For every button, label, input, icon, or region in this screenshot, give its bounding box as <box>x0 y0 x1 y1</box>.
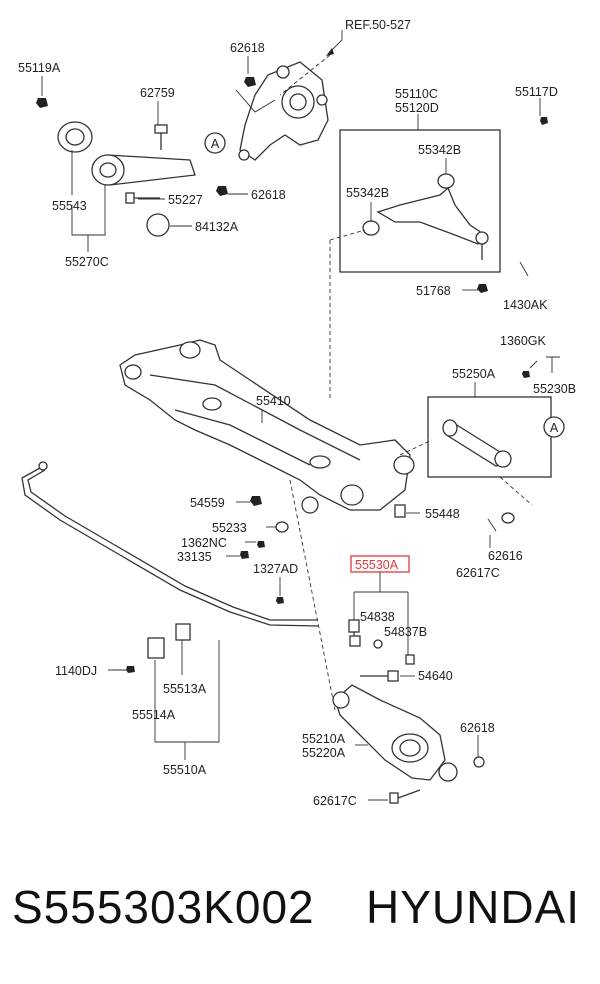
label-55342B-b: 55342B <box>346 186 389 200</box>
upper-arm-box <box>339 129 501 273</box>
label-55514A: 55514A <box>132 708 176 722</box>
label-55342B-a: 55342B <box>418 143 461 157</box>
label-62618-mid: 62618 <box>251 188 286 202</box>
label-62617C-bottom: 62617C <box>313 794 357 808</box>
label-62759: 62759 <box>140 86 175 100</box>
label-62616: 62616 <box>488 549 523 563</box>
label-54838: 54838 <box>360 610 395 624</box>
label-55119A: 55119A <box>18 61 61 75</box>
part-number: S555303K002 <box>12 881 315 933</box>
ref-marker-a-circle <box>204 132 226 154</box>
label-55270C: 55270C <box>65 255 109 269</box>
label-51768: 51768 <box>416 284 451 298</box>
label-1140DJ: 1140DJ <box>55 664 97 678</box>
label-62618-bottom: 62618 <box>460 721 495 735</box>
label-1430AK: 1430AK <box>503 298 548 312</box>
label-55210A: 55210A <box>302 732 346 746</box>
label-1360GK: 1360GK <box>500 334 547 348</box>
part-labels: REF.50-527 55119A 62618 62759 55110C 551… <box>18 18 576 808</box>
lateral-link-part <box>442 419 512 468</box>
crossmember-part <box>119 339 415 514</box>
label-55220A: 55220A <box>302 746 346 760</box>
knuckle-part <box>238 61 329 161</box>
stabilizer-bar-part <box>21 461 319 659</box>
cap-84132A <box>146 213 170 237</box>
upper-arm-part <box>362 173 489 260</box>
ref-marker-a-top: A <box>211 137 220 151</box>
label-55227: 55227 <box>168 193 203 207</box>
label-55513A: 55513A <box>163 682 207 696</box>
leader-lines <box>41 56 541 801</box>
label-55448: 55448 <box>425 507 460 521</box>
trailing-bushing-part <box>57 121 196 186</box>
lateral-link-box <box>427 396 552 478</box>
label-62618-top: 62618 <box>230 41 265 55</box>
label-55410: 55410 <box>256 394 291 408</box>
suspension-parts-diagram: A A REF.50-527 55119A 62618 62759 55110C… <box>18 18 576 808</box>
label-84132A: 84132A <box>195 220 239 234</box>
stabilizer-link-part <box>348 619 415 665</box>
label-ref: REF.50-527 <box>345 18 411 32</box>
label-55250A: 55250A <box>452 367 496 381</box>
brand-name: HYUNDAI <box>366 881 581 933</box>
lower-arm-part <box>332 684 458 782</box>
label-54559: 54559 <box>190 496 225 510</box>
label-55117D: 55117D <box>515 85 558 99</box>
label-1362NC: 1362NC <box>181 536 227 550</box>
label-55530A-highlighted: 55530A <box>355 558 399 572</box>
label-55510A: 55510A <box>163 763 207 777</box>
label-55110C: 55110C <box>395 87 438 101</box>
label-62617C-right: 62617C <box>456 566 500 580</box>
label-55230B: 55230B <box>533 382 576 396</box>
label-55233: 55233 <box>212 521 247 535</box>
footer: S555303K002 HYUNDAI <box>0 880 600 960</box>
label-33135: 33135 <box>177 550 212 564</box>
label-54837B: 54837B <box>384 625 427 639</box>
label-55120D: 55120D <box>395 101 439 115</box>
label-1327AD: 1327AD <box>253 562 298 576</box>
label-55543: 55543 <box>52 199 87 213</box>
label-54640: 54640 <box>418 669 453 683</box>
ref-marker-a-right: A <box>550 421 559 435</box>
